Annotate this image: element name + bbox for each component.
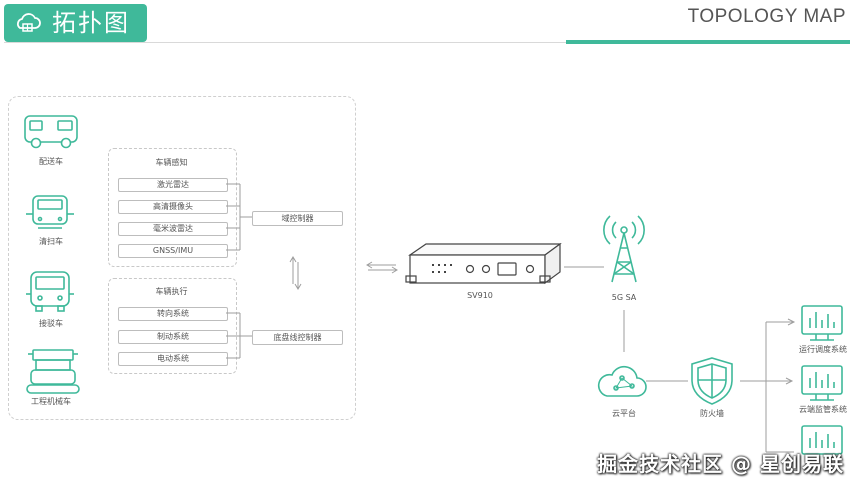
execution-title: 车辆执行 (155, 287, 188, 296)
vehicle-panel (8, 96, 356, 420)
perception-item: 激光雷达 (118, 178, 228, 192)
cloud-map-icon (17, 13, 41, 32)
page-title-en: TOPOLOGY MAP (687, 6, 846, 27)
vehicle-label: 配送车 (39, 157, 63, 166)
system-label: 运行调度系统 (799, 345, 847, 354)
perception-item: GNSS/IMU (118, 244, 228, 258)
perception-item: 高清摄像头 (118, 200, 228, 214)
perception-title: 车辆感知 (155, 158, 188, 167)
header-accent-bar (566, 40, 850, 44)
perception-group (108, 148, 237, 267)
execution-item: 制动系统 (118, 330, 228, 344)
execution-item: 转向系统 (118, 307, 228, 321)
system-label: 云端监管系统 (799, 405, 847, 414)
vehicle-label: 接驳车 (39, 319, 63, 328)
tower-label: 5G SA (611, 293, 637, 302)
domain-controller: 域控制器 (252, 211, 343, 226)
execution-group (108, 278, 237, 374)
header-tab (4, 4, 147, 42)
chassis-controller: 底盘线控制器 (252, 330, 343, 345)
router-label: SV910 (467, 291, 493, 300)
perception-item: 毫米波雷达 (118, 222, 228, 236)
watermark-text: 掘金技术社区 @ 星创易联 (597, 452, 844, 476)
header-divider (4, 42, 850, 43)
execution-item: 电动系统 (118, 352, 228, 366)
firewall-label: 防火墙 (700, 409, 724, 418)
vehicle-label: 工程机械车 (31, 397, 71, 406)
cloud-label: 云平台 (612, 409, 636, 418)
vehicle-label: 清扫车 (39, 237, 63, 246)
page-title: 拓扑图 (52, 9, 130, 37)
